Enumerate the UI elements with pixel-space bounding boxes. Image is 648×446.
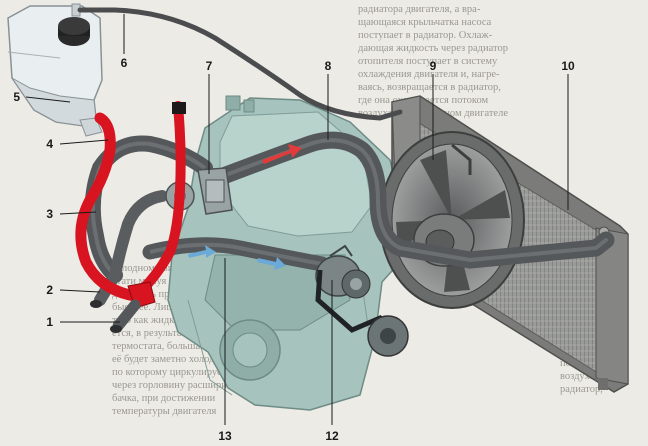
callout-7: 7 [206, 59, 213, 73]
background-text-line: быстрее. Лишь после [112, 302, 208, 313]
background-text-line: двигатель прогревается [112, 289, 218, 300]
callout-1: 1 [46, 315, 53, 329]
heater-hose-red [75, 112, 141, 302]
background-text-line: радиатор, [560, 384, 603, 395]
background-text-line: температуры двигателя [112, 406, 217, 417]
background-text-line: термостата, большая часть [112, 341, 232, 352]
background-text-line: дающая жидкость через радиатор [358, 43, 508, 54]
callout-10: 10 [561, 59, 575, 73]
expansion-tank [7, 3, 103, 137]
callout-13: 13 [218, 429, 232, 443]
water-pump [315, 244, 409, 357]
background-text-line: стати минуя радиатор [112, 276, 210, 287]
background-text-line: поступает в радиатор. Охлаж- [358, 30, 493, 41]
background-text-line: ваясь, возвращается в радиатор, [358, 82, 501, 93]
callout-9: 9 [430, 59, 437, 73]
flow-arrow-cold-2 [257, 257, 286, 270]
background-text-line: щающаяся крыльчатка насоса [358, 17, 492, 28]
flow-arrow-cold-1 [188, 245, 216, 258]
callout-4: 4 [46, 137, 53, 151]
background-text-line: отопителя поступает в систему [358, 56, 498, 67]
fan [379, 131, 525, 309]
background-text-line: охлаждения двигателя и, нагре- [358, 69, 500, 80]
callout-12: 12 [325, 429, 339, 443]
heater-hose-red-2 [137, 101, 186, 295]
background-text-line: бачка, при достижении [112, 393, 216, 404]
background-text-line: радиатора двигателя, а вра- [358, 4, 481, 15]
callout-3: 3 [46, 207, 53, 221]
hose-6 [77, 7, 403, 121]
background-text-line: по которому циркулирует [112, 367, 227, 378]
background-text-line: её будет заметно холоднее, [112, 354, 232, 365]
leader-lines [25, 14, 569, 425]
flow-arrow-hot [262, 144, 302, 164]
callout-8: 8 [325, 59, 332, 73]
hose-1 [112, 299, 141, 332]
background-text-line: того как жидкость нагре- [112, 315, 224, 326]
hose-2 [94, 190, 168, 306]
callout-2: 2 [46, 283, 53, 297]
callout-6: 6 [121, 56, 128, 70]
callout-5: 5 [13, 90, 20, 104]
background-text-line: через горловину расширительного [112, 380, 267, 391]
background-text-line: ется, в результате работы [112, 328, 226, 339]
hose-end-cap [172, 102, 186, 114]
